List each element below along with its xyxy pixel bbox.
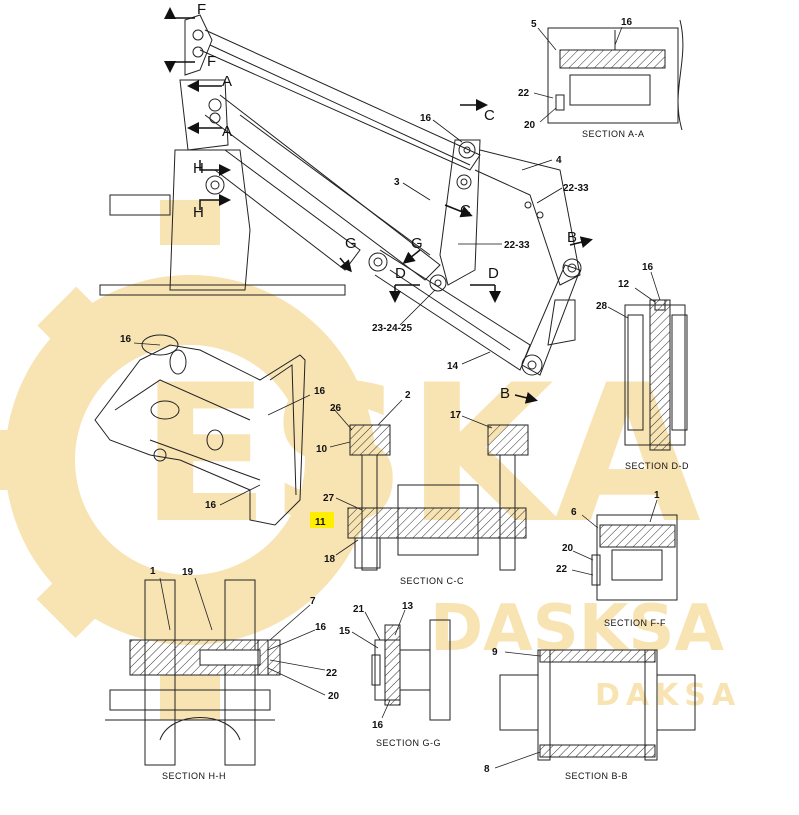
callout-hh-1: 1	[150, 566, 156, 577]
section-b-b	[494, 649, 696, 769]
callout-iso-16-a: 16	[120, 334, 132, 345]
section-f-f	[571, 499, 678, 601]
callout-main-23-24-25: 23-24-25	[372, 323, 412, 334]
section-d-d	[607, 271, 688, 451]
callout-gg-15: 15	[339, 626, 351, 637]
callout-gg-16: 16	[372, 720, 384, 731]
cut-letter-a-top: A	[222, 73, 232, 90]
callout-bb-9: 9	[492, 647, 498, 658]
section-g-g	[351, 609, 451, 721]
callout-ff-6: 6	[571, 507, 577, 518]
callout-main-22-33-a: 22-33	[563, 183, 589, 194]
callout-cc-17: 17	[450, 410, 462, 421]
cut-letter-b-bottom: B	[500, 385, 510, 402]
callout-iso-16-b: 16	[314, 386, 326, 397]
cut-letter-d-left: D	[395, 265, 406, 282]
callout-aa-22: 22	[518, 88, 530, 99]
callout-hh-19: 19	[182, 567, 194, 578]
callout-hh-7: 7	[310, 596, 316, 607]
callout-dd-16: 16	[642, 262, 654, 273]
isometric-view	[94, 334, 311, 526]
callout-gg-21: 21	[353, 604, 365, 615]
main-callout-labels: 16 3 4 22-33 22-33 23-24-25 14	[372, 113, 589, 372]
callout-main-16: 16	[420, 113, 432, 124]
section-c-c	[329, 399, 529, 571]
callout-aa-20: 20	[524, 120, 536, 131]
callout-cc-2: 2	[405, 390, 411, 401]
callout-cc-27: 27	[323, 493, 335, 504]
cut-letter-c-bottom: C	[460, 202, 471, 219]
cut-letter-c-top: C	[484, 107, 495, 124]
callout-aa-5: 5	[531, 19, 537, 30]
section-label-h-h: SECTION H-H	[162, 771, 226, 781]
callout-hh-22: 22	[326, 668, 338, 679]
section-label-b-b: SECTION B-B	[565, 771, 628, 781]
section-cut-markers	[164, 7, 593, 404]
main-boom-view	[99, 14, 582, 376]
callout-hh-20: 20	[328, 691, 340, 702]
callout-dd-12: 12	[618, 279, 630, 290]
cut-letter-f-top: F	[197, 1, 206, 18]
cut-letter-a-bottom: A	[222, 123, 232, 140]
callout-bb-8: 8	[484, 764, 490, 775]
callout-iso-16-c: 16	[205, 500, 217, 511]
callout-ff-22: 22	[556, 564, 568, 575]
section-h-h	[105, 577, 326, 766]
cut-letter-f-bottom: F	[207, 53, 216, 70]
watermark-small: DAKSA	[595, 678, 741, 713]
cut-letter-b-top: B	[567, 229, 577, 246]
callout-cc-10: 10	[316, 444, 328, 455]
callout-main-14: 14	[447, 361, 459, 372]
cut-letters: F F A A H H C C G G D D B B	[193, 1, 577, 402]
cut-letter-g-right: G	[411, 235, 423, 252]
callout-highlight-11	[310, 512, 334, 528]
callout-cc-26: 26	[330, 403, 342, 414]
main-callouts	[399, 119, 563, 365]
callout-main-3: 3	[394, 177, 400, 188]
callout-ff-20: 20	[562, 543, 574, 554]
callout-hh-16: 16	[315, 622, 327, 633]
callout-main-22-33-b: 22-33	[504, 240, 530, 251]
section-label-c-c: SECTION C-C	[400, 576, 464, 586]
callout-cc-11: 11	[315, 517, 326, 528]
section-label-g-g: SECTION G-G	[376, 738, 441, 748]
callout-ff-1: 1	[654, 490, 660, 501]
callout-main-4: 4	[556, 155, 562, 166]
watermark: ESKA DASKSA DAKSA	[0, 200, 741, 720]
section-label-f-f: SECTION F-F	[604, 618, 666, 628]
callout-gg-13: 13	[402, 601, 414, 612]
watermark-gear-teeth	[0, 200, 220, 720]
callout-dd-28: 28	[596, 301, 608, 312]
cut-letter-h-bottom: H	[193, 204, 204, 221]
cut-letter-d-right: D	[488, 265, 499, 282]
callout-aa-16: 16	[621, 17, 633, 28]
cut-letter-h-top: H	[193, 160, 204, 177]
section-label-a-a: SECTION A-A	[582, 129, 645, 139]
section-a-a	[533, 19, 684, 131]
callout-cc-18: 18	[324, 554, 336, 565]
section-label-d-d: SECTION D-D	[625, 461, 689, 471]
cut-letter-g-left: G	[345, 235, 357, 252]
